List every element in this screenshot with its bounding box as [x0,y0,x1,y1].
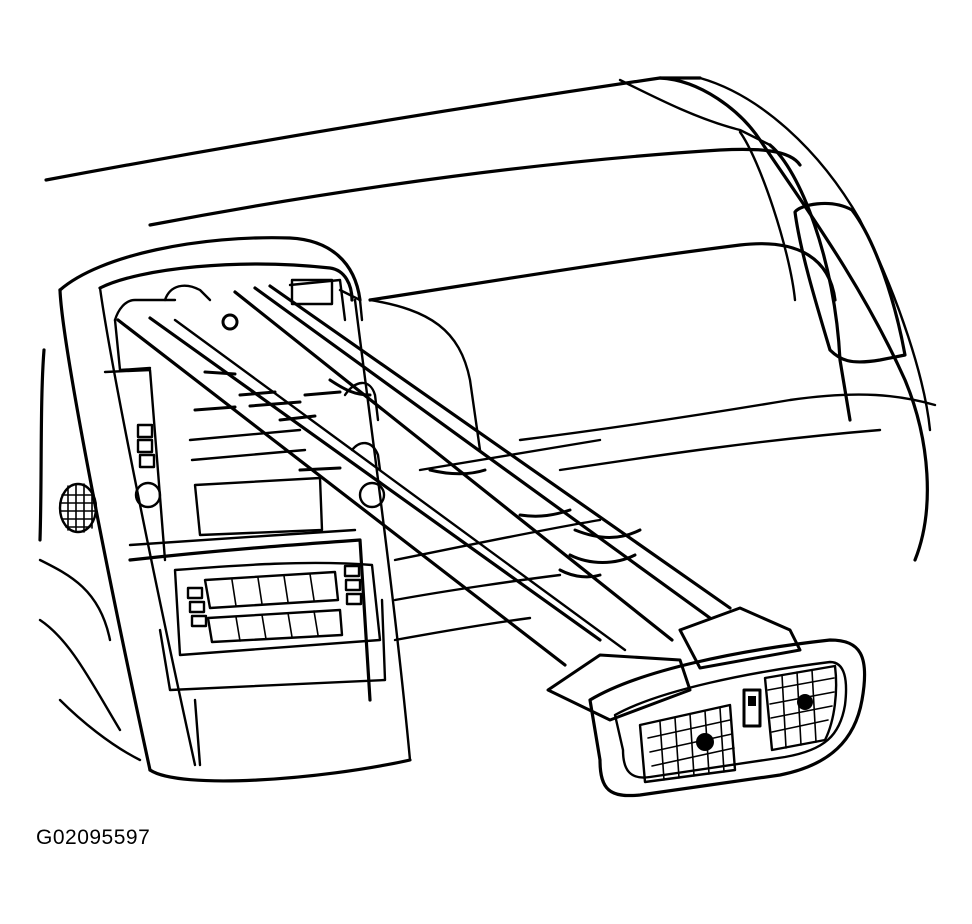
radio-controls [103,368,386,562]
center-stack-bezel [58,236,412,783]
figure-id-label: G02095597 [36,826,151,849]
glove-box [738,130,907,422]
vent-outlet [546,606,867,798]
left-side-trim [38,348,142,762]
vent-duct-assembly [116,284,732,667]
vent-opening [113,278,364,372]
speaker-grille [58,482,98,534]
instrument-panel-top [44,76,937,562]
vent-grille-left [638,703,737,784]
vent-grille-right [763,664,838,752]
climate-control-panel [128,538,387,767]
